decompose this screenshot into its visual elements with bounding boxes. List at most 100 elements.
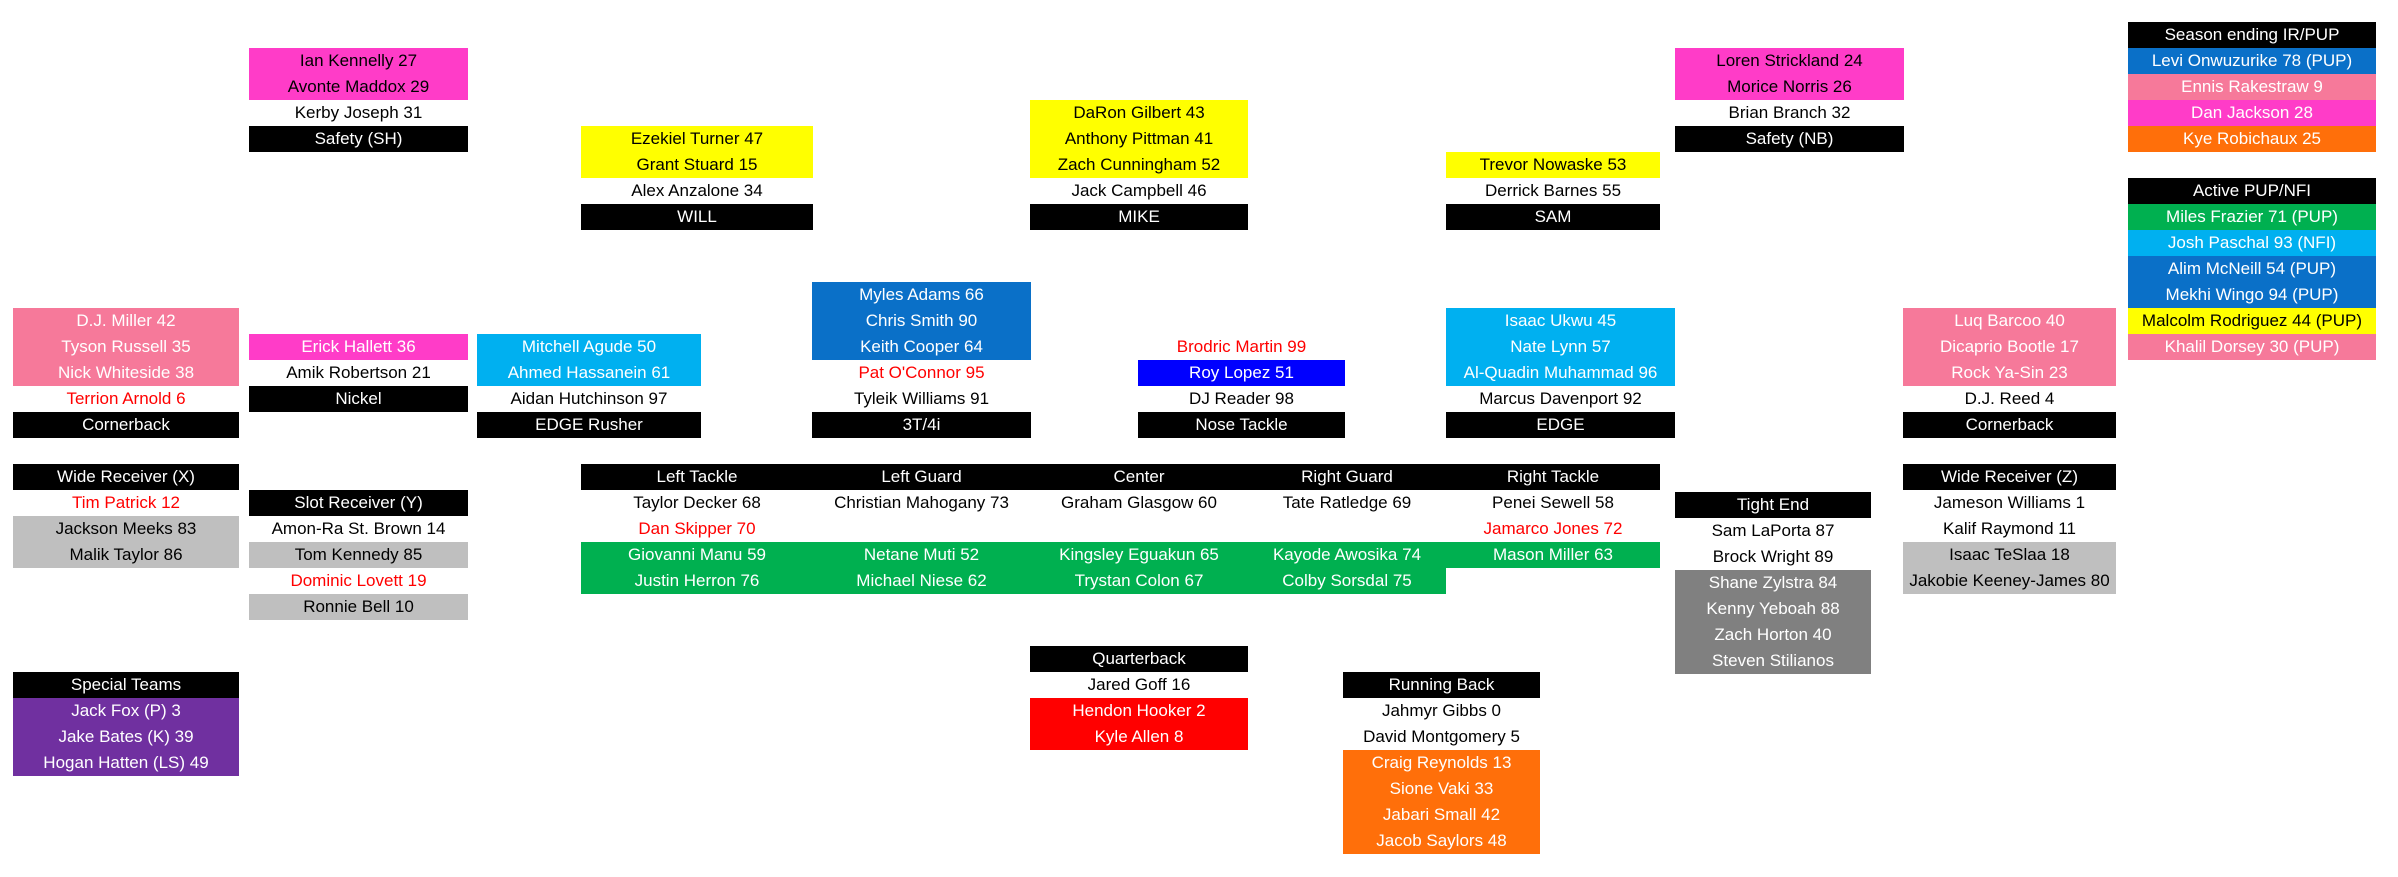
player-jackson-meeks-83: Jackson Meeks 83 — [13, 516, 239, 542]
player-graham-glasgow-60: Graham Glasgow 60 — [1061, 493, 1217, 512]
player-erick-hallett-36: Erick Hallett 36 — [249, 334, 468, 360]
position-header: MIKE — [1030, 204, 1248, 230]
player-alex-anzalone-34: Alex Anzalone 34 — [631, 181, 763, 200]
player-penei-sewell-58: Penei Sewell 58 — [1492, 493, 1614, 512]
player-josh-paschal-93-nfi: Josh Paschal 93 (NFI) — [2128, 230, 2376, 256]
position-header: WILL — [581, 204, 813, 230]
player-hogan-hatten-ls-49: Hogan Hatten (LS) 49 — [13, 750, 239, 776]
player-brock-wright-89: Brock Wright 89 — [1712, 547, 1834, 566]
empty-slot — [1030, 516, 1248, 542]
player-jake-bates-k-39: Jake Bates (K) 39 — [13, 724, 239, 750]
player-alim-mcneill-54-pup: Alim McNeill 54 (PUP) — [2128, 256, 2376, 282]
player-shane-zylstra-84: Shane Zylstra 84 — [1675, 570, 1871, 596]
player-kyle-allen-8: Kyle Allen 8 — [1030, 724, 1248, 750]
position-header: Right Guard — [1248, 464, 1446, 490]
position-header: EDGE Rusher — [477, 412, 701, 438]
player-d-j-reed-4: D.J. Reed 4 — [1964, 389, 2055, 408]
player-sam-laporta-87: Sam LaPorta 87 — [1711, 521, 1835, 540]
player-michael-niese-62: Michael Niese 62 — [813, 568, 1030, 594]
player-tyson-russell-35: Tyson Russell 35 — [13, 334, 239, 360]
player-brodric-martin-99: Brodric Martin 99 — [1176, 337, 1307, 356]
player-netane-muti-52: Netane Muti 52 — [813, 542, 1030, 568]
player-myles-adams-66: Myles Adams 66 — [812, 282, 1031, 308]
player-dj-reader-98: DJ Reader 98 — [1189, 389, 1294, 408]
player-sione-vaki-33: Sione Vaki 33 — [1343, 776, 1540, 802]
player-nate-lynn-57: Nate Lynn 57 — [1446, 334, 1675, 360]
player-loren-strickland-24: Loren Strickland 24 — [1675, 48, 1904, 74]
player-mason-miller-63: Mason Miller 63 — [1446, 542, 1660, 568]
player-jacob-saylors-48: Jacob Saylors 48 — [1343, 828, 1540, 854]
player-craig-reynolds-13: Craig Reynolds 13 — [1343, 750, 1540, 776]
player-brian-branch-32: Brian Branch 32 — [1728, 103, 1851, 122]
player-kayode-awosika-74: Kayode Awosika 74 — [1248, 542, 1446, 568]
player-dan-skipper-70: Dan Skipper 70 — [638, 519, 756, 538]
position-header: 3T/4i — [812, 412, 1031, 438]
player-tim-patrick-12: Tim Patrick 12 — [71, 493, 180, 512]
player-nick-whiteside-38: Nick Whiteside 38 — [13, 360, 239, 386]
player-pat-o-connor-95: Pat O'Connor 95 — [858, 363, 985, 382]
position-header: Nickel — [249, 386, 468, 412]
player-daron-gilbert-43: DaRon Gilbert 43 — [1030, 100, 1248, 126]
player-tyleik-williams-91: Tyleik Williams 91 — [853, 389, 990, 408]
player-jared-goff-16: Jared Goff 16 — [1087, 675, 1191, 694]
player-derrick-barnes-55: Derrick Barnes 55 — [1484, 181, 1622, 200]
player-jamarco-jones-72: Jamarco Jones 72 — [1483, 519, 1623, 538]
player-jack-fox-p-3: Jack Fox (P) 3 — [13, 698, 239, 724]
player-morice-norris-26: Morice Norris 26 — [1675, 74, 1904, 100]
player-david-montgomery-5: David Montgomery 5 — [1363, 727, 1520, 746]
position-header: SAM — [1446, 204, 1660, 230]
player-zach-cunningham-52: Zach Cunningham 52 — [1030, 152, 1248, 178]
player-taylor-decker-68: Taylor Decker 68 — [633, 493, 761, 512]
player-terrion-arnold-6: Terrion Arnold 6 — [66, 389, 186, 408]
player-dicaprio-bootle-17: Dicaprio Bootle 17 — [1903, 334, 2116, 360]
player-kingsley-eguakun-65: Kingsley Eguakun 65 — [1030, 542, 1248, 568]
player-jakobie-keeney-james-80: Jakobie Keeney-James 80 — [1903, 568, 2116, 594]
player-amik-robertson-21: Amik Robertson 21 — [286, 363, 431, 382]
player-amon-ra-st-brown-14: Amon-Ra St. Brown 14 — [271, 519, 446, 538]
player-kalif-raymond-11: Kalif Raymond 11 — [1943, 519, 2076, 538]
player-isaac-ukwu-45: Isaac Ukwu 45 — [1446, 308, 1675, 334]
position-header: Active PUP/NFI — [2128, 178, 2376, 204]
player-anthony-pittman-41: Anthony Pittman 41 — [1030, 126, 1248, 152]
player-kenny-yeboah-88: Kenny Yeboah 88 — [1675, 596, 1871, 622]
player-isaac-teslaa-18: Isaac TeSlaa 18 — [1903, 542, 2116, 568]
player-chris-smith-90: Chris Smith 90 — [812, 308, 1031, 334]
position-header: Left Guard — [813, 464, 1030, 490]
empty-slot — [813, 516, 1030, 542]
player-levi-onwuzurike-78-pup: Levi Onwuzurike 78 (PUP) — [2128, 48, 2376, 74]
player-ahmed-hassanein-61: Ahmed Hassanein 61 — [477, 360, 701, 386]
player-giovanni-manu-59: Giovanni Manu 59 — [581, 542, 813, 568]
player-al-quadin-muhammad-96: Al-Quadin Muhammad 96 — [1446, 360, 1675, 386]
player-ezekiel-turner-47: Ezekiel Turner 47 — [581, 126, 813, 152]
player-ennis-rakestraw-9: Ennis Rakestraw 9 — [2128, 74, 2376, 100]
player-tate-ratledge-69: Tate Ratledge 69 — [1282, 493, 1412, 512]
position-header: Running Back — [1343, 672, 1540, 698]
player-jack-campbell-46: Jack Campbell 46 — [1071, 181, 1207, 200]
player-miles-frazier-71-pup: Miles Frazier 71 (PUP) — [2128, 204, 2376, 230]
position-header: Wide Receiver (Z) — [1903, 464, 2116, 490]
position-header: Safety (SH) — [249, 126, 468, 152]
player-malik-taylor-86: Malik Taylor 86 — [13, 542, 239, 568]
player-malcolm-rodriguez-44-pup: Malcolm Rodriguez 44 (PUP) — [2128, 308, 2376, 334]
empty-slot — [1248, 516, 1446, 542]
player-tom-kennedy-85: Tom Kennedy 85 — [249, 542, 468, 568]
player-zach-horton-40: Zach Horton 40 — [1675, 622, 1871, 648]
position-header: Left Tackle — [581, 464, 813, 490]
